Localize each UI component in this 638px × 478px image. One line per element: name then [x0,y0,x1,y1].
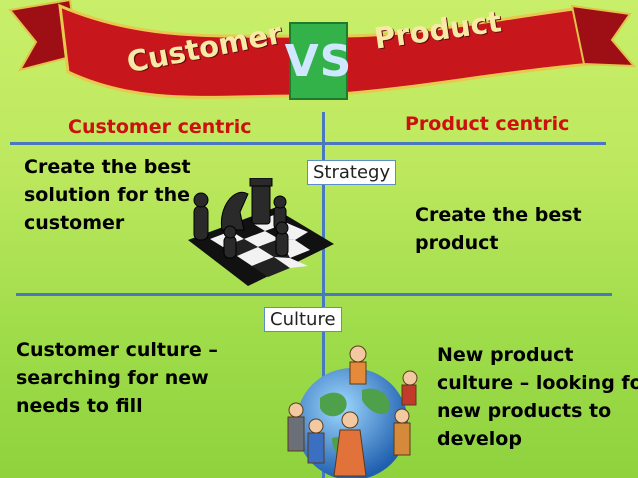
globe-people-icon [287,345,418,478]
culture-right-line: culture – looking for [437,372,638,394]
culture-right-line: new products to [437,400,612,422]
strategy-left-line: solution for the [24,184,190,206]
strategy-right-text: Create the best product [415,201,582,257]
middle-divider [16,293,612,296]
chess-pieces-icon [188,178,334,286]
strategy-right-line: product [415,232,499,254]
culture-right-line: New product [437,344,574,366]
vs-text: VS [284,35,353,87]
strategy-left-line: Create the best [24,156,191,178]
culture-left-line: Customer culture – [16,339,218,361]
culture-right-text: New product culture – looking for new pr… [437,341,638,453]
strategy-label: Strategy [307,160,397,185]
center-divider [322,112,325,478]
vs-badge: VS [285,22,351,100]
culture-left-text: Customer culture – searching for new nee… [16,336,218,420]
culture-label: Culture [264,307,342,332]
banner-ribbon [8,0,637,99]
culture-left-line: searching for new [16,367,209,389]
customer-centric-heading: Customer centric [68,116,252,138]
top-divider [10,142,606,145]
product-centric-heading: Product centric [405,113,570,135]
strategy-right-line: Create the best [415,204,582,226]
culture-right-line: develop [437,428,522,450]
strategy-left-text: Create the best solution for the custome… [24,153,191,237]
culture-left-line: needs to fill [16,395,143,417]
strategy-left-line: customer [24,212,125,234]
